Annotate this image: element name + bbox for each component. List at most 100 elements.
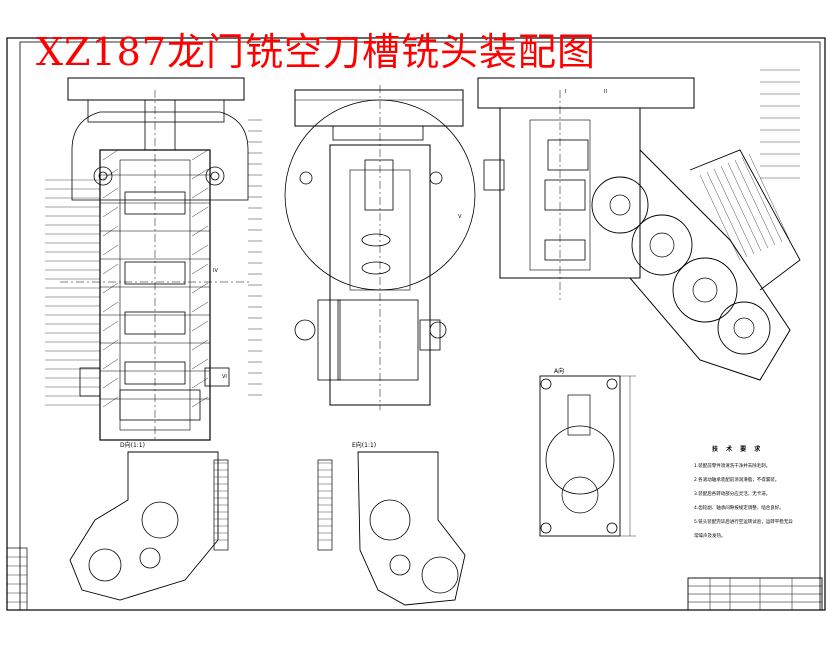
flange-neck <box>87 99 225 123</box>
bolt-hole <box>540 378 552 390</box>
hatch-line <box>720 165 762 252</box>
gear-outline <box>631 214 693 276</box>
gear-outline <box>672 257 738 323</box>
side-flange <box>419 319 441 351</box>
view-a-circle <box>545 425 615 495</box>
hatch-line <box>191 339 209 351</box>
cutter-arm <box>689 149 801 291</box>
hatch-line <box>102 301 119 313</box>
gear-hub <box>609 194 631 216</box>
side-top-flange <box>294 89 464 127</box>
hatch-line <box>102 339 119 351</box>
section-i-label: I <box>565 89 566 95</box>
bearing-block <box>119 389 201 421</box>
hatch-line <box>191 244 209 256</box>
section-ii-label: II <box>604 89 607 95</box>
hatch-line <box>102 187 119 199</box>
hatch-line <box>102 244 119 256</box>
bolt-hole <box>606 522 618 534</box>
spindle-top <box>144 99 176 151</box>
gear-block <box>544 239 586 261</box>
oval-port <box>361 233 391 247</box>
view-e-circle <box>421 556 459 594</box>
hatch-line <box>191 358 209 370</box>
hatch-line <box>191 282 209 294</box>
hatch-line <box>102 396 119 408</box>
bolt-hole <box>540 522 552 534</box>
hatch-line <box>191 149 209 161</box>
view-d-circle <box>88 548 122 582</box>
bolt-hole-inner <box>210 171 220 181</box>
hatch-line <box>102 358 119 370</box>
view-d-outline <box>69 451 219 601</box>
section-vi-label: VI <box>222 374 227 380</box>
view-e-circle <box>389 554 411 576</box>
tech-note: 2.各滚动轴承装配前涂润滑脂，不得漏装。 <box>694 478 780 483</box>
technical-requirements-notes: 1.装配前零件须清洗干净并去除毛刺。 2.各滚动轴承装配前涂润滑脂，不得漏装。 … <box>694 460 804 544</box>
view-e-outline <box>357 451 466 606</box>
inner-border <box>19 41 821 611</box>
gear-hub <box>649 232 675 258</box>
gear-hub <box>692 277 718 303</box>
hatch-line <box>102 206 119 218</box>
view-d-circle <box>141 501 179 539</box>
side-neck <box>332 125 424 141</box>
hatch-line <box>191 301 209 313</box>
hatch-line <box>191 377 209 389</box>
right-housing <box>499 107 641 279</box>
tech-note: 常噪声及发热。 <box>694 534 726 539</box>
hatch-line <box>734 159 776 246</box>
gear-outline <box>591 176 649 234</box>
hatch-line <box>713 168 755 255</box>
hatch-line <box>741 156 783 243</box>
bolt-hole <box>299 171 313 185</box>
bolt-hole-inner <box>98 171 108 181</box>
hatch-line <box>102 225 119 237</box>
view-e-label: E向(1:1) <box>352 441 376 449</box>
section-v-label: V <box>458 214 462 220</box>
gear-block <box>547 139 589 171</box>
tech-note: 5.铣头装配完毕后进行空运转试验，运转平稳无异 <box>694 520 793 525</box>
hatch-line <box>102 282 119 294</box>
hatch-line <box>102 320 119 332</box>
hatch-line <box>191 320 209 332</box>
nut-outline <box>294 319 316 341</box>
oval-port <box>361 261 391 275</box>
bolt-hole <box>93 166 113 186</box>
slot <box>364 159 394 211</box>
side-flange <box>317 299 341 381</box>
tech-note: 3.装配后各转动部分应灵活，无卡滞。 <box>694 492 771 497</box>
hatch-line <box>191 187 209 199</box>
hatch-line <box>102 168 119 180</box>
hatch-line <box>748 153 790 240</box>
bolt-hole <box>205 166 225 186</box>
view-d-label: D向(1:1) <box>120 441 145 449</box>
gear-case-outline <box>500 149 791 381</box>
view-a-slot <box>567 394 591 436</box>
view-d-circle <box>139 547 161 569</box>
section-iv-label: IV <box>213 268 218 274</box>
revision-block <box>6 547 28 611</box>
top-flange <box>67 77 245 101</box>
hatch-line <box>699 174 741 261</box>
hatch-line <box>191 263 209 275</box>
view-a-body <box>539 375 621 537</box>
nut-outline <box>429 321 447 339</box>
hatch-line <box>102 263 119 275</box>
right-end-cap <box>483 159 505 191</box>
bolt-hole <box>606 378 618 390</box>
hatch-line <box>102 377 119 389</box>
hatch-line <box>102 149 119 161</box>
hatch-line <box>706 171 748 258</box>
bolt-hole <box>429 171 443 185</box>
gear-outline <box>717 301 771 355</box>
end-cap <box>79 367 101 397</box>
right-top-flange <box>477 77 695 109</box>
view-e-circle <box>369 499 411 541</box>
view-a-label: A向 <box>554 367 564 375</box>
hatch-line <box>191 225 209 237</box>
hatch-line <box>727 162 769 249</box>
gear-block <box>544 179 586 211</box>
